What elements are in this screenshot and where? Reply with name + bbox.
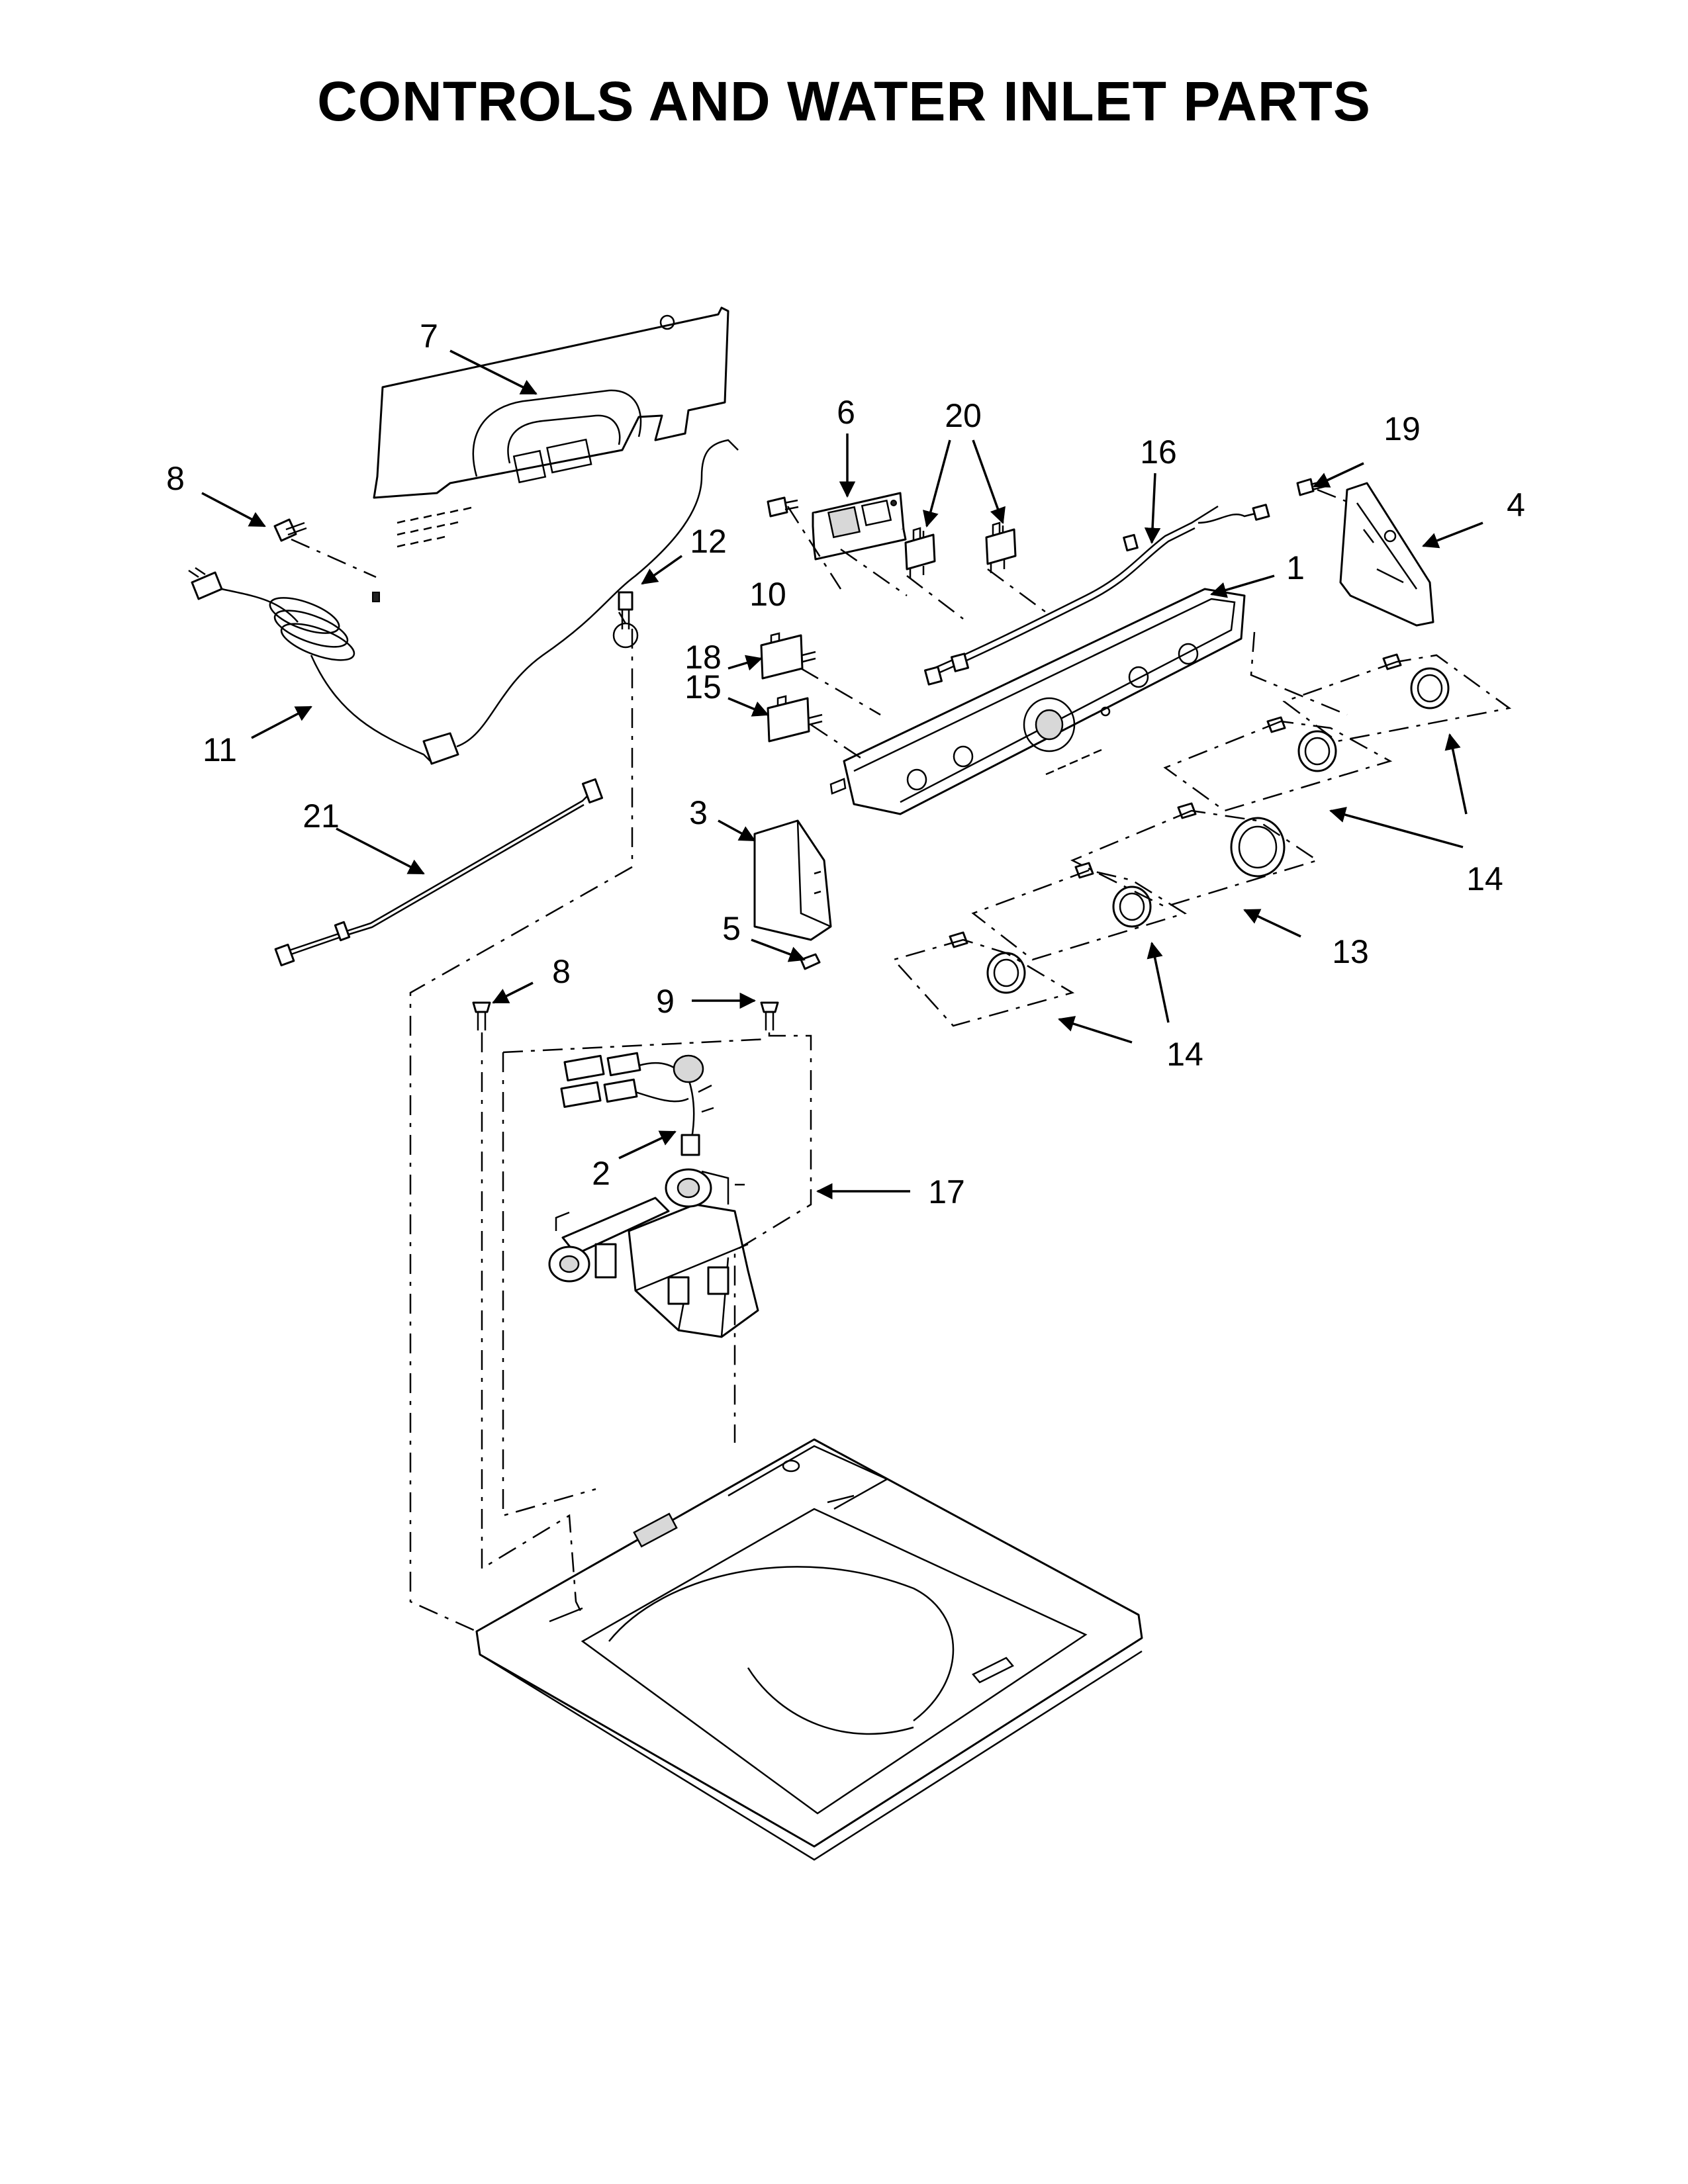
- vent-slots: [397, 506, 472, 548]
- part-1-console: [829, 588, 1246, 815]
- part-21-wire-harness: [274, 778, 604, 967]
- callout-19: 19: [1383, 410, 1421, 447]
- callout-17: 17: [928, 1173, 965, 1210]
- part-13-knob-center: [1177, 802, 1286, 878]
- part-3-end-cap-left: [753, 819, 832, 941]
- callout-11: 11: [203, 731, 237, 768]
- part-15-switch: [767, 695, 823, 743]
- callout-13: 13: [1332, 933, 1369, 970]
- callout-21: 21: [303, 797, 340, 835]
- callout-2: 2: [592, 1155, 610, 1192]
- part-14-knob-front-left: [949, 931, 1026, 994]
- assembly-dash-lines: [291, 488, 1512, 1633]
- callout-7: 7: [420, 318, 438, 355]
- callout-3: 3: [689, 794, 708, 831]
- callout-labels: 7 8 11 12 10 6 20 16 19 4 1 18 15 3 5 14…: [166, 318, 1525, 1210]
- callout-9: 9: [656, 983, 675, 1020]
- part-5-clip: [800, 953, 821, 970]
- part-17-inlet-valve-dispenser: [548, 1168, 759, 1338]
- callout-15: 15: [684, 668, 722, 705]
- part-6-control-board: [812, 492, 907, 561]
- part-16-harness: [923, 504, 1270, 686]
- part-8-screw-lower: [472, 1001, 491, 1030]
- callout-10: 10: [749, 576, 786, 613]
- callout-20: 20: [945, 397, 982, 434]
- part-7-console-rear-panel: [372, 306, 729, 602]
- part-19-screw: [1296, 478, 1326, 496]
- part-2-inlet-harness: [560, 1052, 714, 1156]
- part-8-screw-upper: [273, 518, 307, 542]
- part-4-end-cap-right: [1339, 482, 1434, 627]
- callout-8-lower: 8: [552, 953, 571, 990]
- callout-4: 4: [1507, 486, 1525, 523]
- leader-arrows: [201, 349, 1483, 1200]
- callout-8-upper: 8: [166, 460, 185, 497]
- part-20-switch-left: [904, 527, 936, 578]
- part-20-switch-right: [985, 522, 1017, 573]
- part-10-screw: [767, 496, 799, 518]
- callout-16: 16: [1140, 433, 1177, 471]
- part-11-power-cord: [188, 439, 739, 765]
- callout-14-bottom: 14: [1166, 1036, 1203, 1073]
- part-12-ground-screw: [618, 591, 633, 629]
- cabinet-top-panel: [475, 1438, 1143, 1861]
- page-title: CONTROLS AND WATER INLET PARTS: [317, 70, 1371, 132]
- callout-5: 5: [722, 910, 741, 947]
- part-14-knob-mid-left: [1074, 862, 1152, 928]
- callout-12: 12: [690, 523, 727, 560]
- part-9-screw: [760, 1001, 779, 1030]
- callout-14-right: 14: [1466, 860, 1503, 897]
- callout-18: 18: [684, 639, 722, 676]
- callout-6: 6: [837, 394, 855, 431]
- callout-1: 1: [1286, 549, 1305, 586]
- part-14-knob-mid-right: [1266, 716, 1337, 772]
